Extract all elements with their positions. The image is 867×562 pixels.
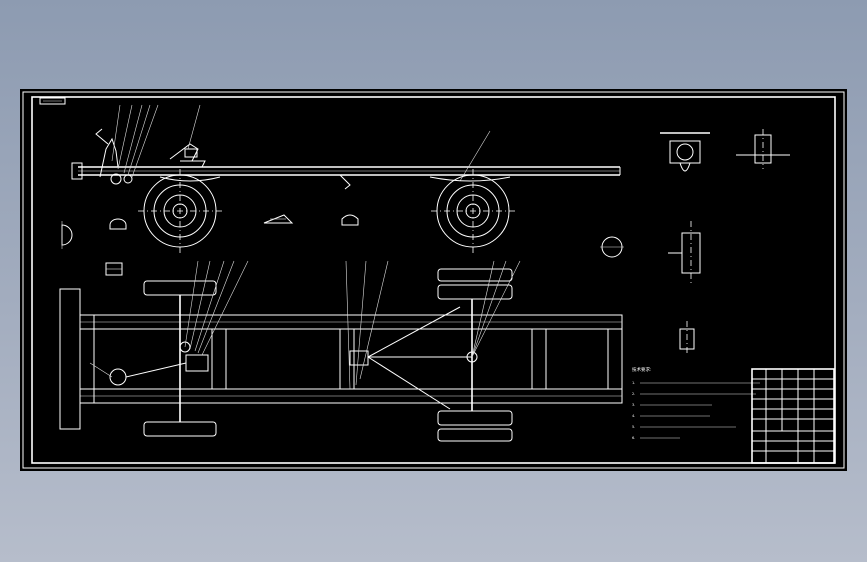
side-view-chassis — [71, 104, 621, 253]
cad-drawing-sheet[interactable]: 技术要求: 1. 2. 3. 4. 5. 6. — [20, 89, 847, 471]
note-4: 4. — [632, 414, 635, 418]
outer-frame — [22, 91, 845, 469]
section-details-left — [61, 214, 624, 276]
plan-view-chassis — [59, 260, 623, 442]
note-5: 5. — [632, 425, 635, 429]
title-block — [751, 368, 835, 464]
note-3: 3. — [632, 403, 635, 407]
tech-req-title: 技术要求: — [632, 366, 652, 373]
drawing-number-box — [39, 97, 66, 105]
note-2: 2. — [632, 392, 635, 396]
note-1: 1. — [632, 381, 635, 385]
note-6: 6. — [632, 436, 635, 440]
detail-views-right — [660, 129, 790, 355]
technical-requirements: 技术要求: 1. 2. 3. 4. 5. 6. — [632, 366, 760, 440]
